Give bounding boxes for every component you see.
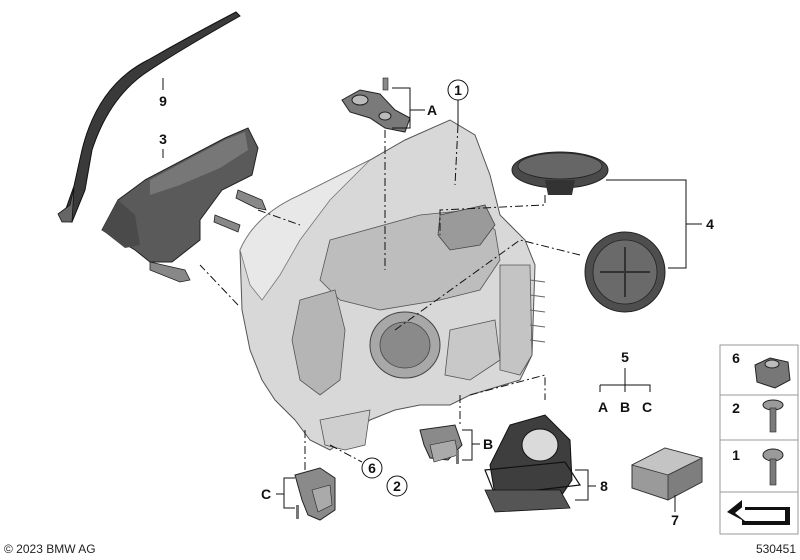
diagram-number: 530451 [756, 542, 796, 556]
copyright-text: © 2023 BMW AG [4, 542, 96, 556]
clip-nut-icon [754, 357, 791, 389]
callout-5: 5 [621, 349, 629, 365]
repair-kit-box-part [630, 447, 704, 501]
callout-8: 8 [600, 478, 608, 494]
callout-a-top: A [427, 102, 437, 118]
bracket-a-part [341, 77, 411, 133]
callout-1-circle [447, 79, 469, 101]
callout-9: 9 [159, 93, 167, 109]
callout-6-circle [361, 457, 383, 479]
screw-icon [762, 399, 784, 433]
control-unit-part [484, 414, 582, 513]
leader-lines [162, 78, 702, 512]
bracket-b-part [419, 424, 463, 464]
headlight-housing-part [239, 119, 546, 451]
seal-strip-part [57, 11, 241, 223]
legend-item-6: 6 [732, 350, 740, 366]
callout-c: C [261, 486, 271, 502]
screw-icon [762, 448, 784, 486]
callout-b: B [483, 436, 493, 452]
callout-labels: 9 3 A 1 4 5 A B C 8 B C 6 2 7 [159, 79, 714, 528]
cover-cap-top-part [511, 151, 609, 195]
bracket-c-part [294, 467, 336, 521]
bracket-symbol-icon [727, 500, 790, 525]
connector-lines [199, 124, 581, 470]
cover-cap-bottom-part [584, 231, 666, 313]
group-5-label-a: A [598, 399, 608, 415]
callout-3: 3 [159, 131, 167, 147]
callout-4: 4 [706, 216, 714, 232]
callout-1: 1 [454, 82, 462, 98]
legend-item-2: 2 [732, 400, 740, 416]
fastener-legend: 6 2 1 [719, 344, 799, 535]
group-5-label-b: B [620, 399, 630, 415]
callout-6: 6 [368, 460, 376, 476]
callout-2-circle [386, 475, 408, 497]
group-5-label-c: C [642, 399, 652, 415]
callout-7: 7 [671, 512, 679, 528]
legend-item-1: 1 [732, 447, 740, 463]
cover-panel-part [101, 127, 267, 283]
callout-2: 2 [393, 478, 401, 494]
